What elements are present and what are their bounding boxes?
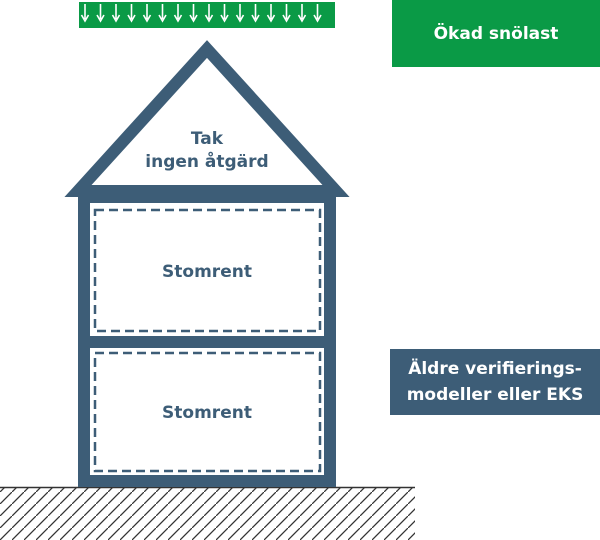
down-arrow-icon — [189, 4, 198, 23]
verification-models-badge: Äldre verifierings- modeller eller EKS — [390, 349, 600, 415]
down-arrow-icon — [266, 4, 276, 23]
verification-badge-line2: modeller eller EKS — [406, 385, 584, 405]
upper-floor-label: Stomrent — [162, 262, 252, 282]
down-arrow-icon — [158, 4, 167, 23]
down-arrow-icon — [235, 4, 245, 23]
down-arrow-icon — [111, 4, 121, 23]
roof-label-line1: Tak — [191, 129, 224, 149]
down-arrow-icon — [282, 4, 291, 23]
house-walls — [78, 191, 336, 487]
snow-load-bar — [79, 2, 335, 28]
down-arrow-icon — [204, 4, 214, 23]
down-arrow-icon — [80, 4, 90, 23]
down-arrow-icon — [173, 4, 183, 23]
roof-label-line2: ingen åtgärd — [145, 150, 268, 172]
down-arrow-icon — [313, 4, 322, 23]
ground-hatch-icon — [0, 486, 415, 540]
verification-badge-line1: Äldre verifierings- — [408, 359, 582, 379]
lower-floor-label: Stomrent — [162, 403, 252, 423]
snow-load-arrows — [79, 2, 335, 28]
down-arrow-icon — [297, 4, 307, 23]
down-arrow-icon — [142, 4, 152, 23]
snow-load-badge: Ökad snölast — [392, 0, 600, 67]
down-arrow-icon — [96, 4, 105, 23]
down-arrow-icon — [127, 4, 136, 23]
upper-floor-frame — [93, 208, 322, 333]
down-arrow-icon — [80, 4, 322, 23]
down-arrow-icon — [251, 4, 260, 23]
down-arrow-icon — [220, 4, 229, 23]
lower-floor-frame — [93, 351, 322, 473]
